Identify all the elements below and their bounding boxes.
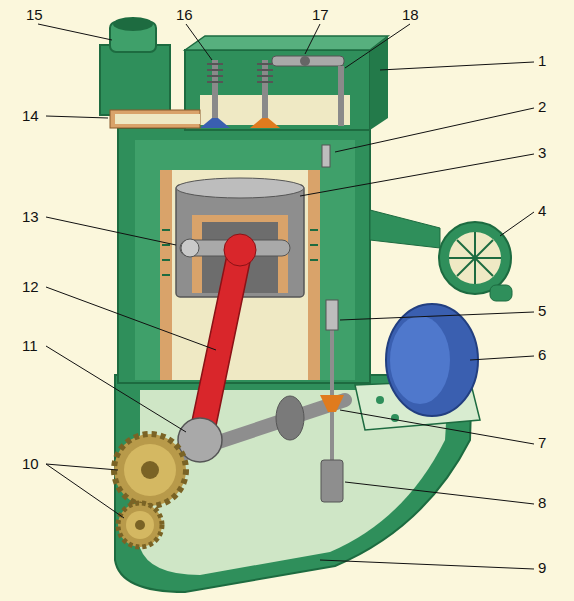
callout-number: 1: [538, 52, 546, 69]
callout-number: 12: [22, 278, 39, 295]
callout-number: 13: [22, 208, 39, 225]
callout-number: 10: [22, 455, 39, 472]
callout-number: 8: [538, 494, 546, 511]
callout-number: 15: [26, 6, 43, 23]
callout-number: 14: [22, 107, 39, 124]
callout-number: 17: [312, 6, 329, 23]
callout-number: 5: [538, 302, 546, 319]
callout-number: 6: [538, 346, 546, 363]
callout-number: 7: [538, 434, 546, 451]
callout-number: 18: [402, 6, 419, 23]
callout-number: 2: [538, 98, 546, 115]
callout-number: 3: [538, 144, 546, 161]
callout-number: 16: [176, 6, 193, 23]
callout-number: 11: [22, 337, 38, 354]
callout-number: 9: [538, 559, 546, 576]
callout-number: 4: [538, 202, 546, 219]
